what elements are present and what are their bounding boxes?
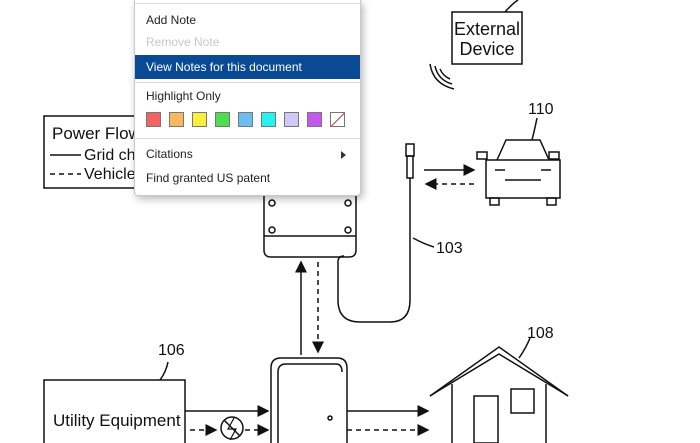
citations-item[interactable]: Citations [135,142,360,166]
swatch-1[interactable] [146,112,161,127]
leader-line-108 [518,337,531,359]
ref-106: 106 [158,342,185,359]
legend-grid-label: Grid ch [84,147,136,164]
leader-line-external [504,0,519,13]
leader-line-103 [412,237,435,248]
citations-label: Citations [146,147,193,161]
external-device-label-1: External [454,19,520,39]
swatch-8[interactable] [307,112,322,127]
legend-title: Power Flow [52,124,142,143]
menu-divider [135,3,360,4]
charging-station [263,196,357,258]
swatch-5[interactable] [238,112,253,127]
ref-108: 108 [527,325,554,342]
chevron-right-icon [341,151,346,159]
swatch-4[interactable] [215,112,230,127]
context-menu: Add Note Remove Note View Notes for this… [134,0,361,196]
menu-divider [135,82,360,83]
electrical-panel [270,357,348,443]
swatch-3[interactable] [192,112,207,127]
swatch-6[interactable] [261,112,276,127]
legend-vehicle-label: Vehicle [84,166,136,183]
charging-cable [337,200,411,323]
add-note-item[interactable]: Add Note [146,13,197,27]
menu-divider [135,138,360,139]
no-backfeed-icon [220,416,244,440]
leader-line-110 [531,117,538,141]
view-notes-item[interactable]: View Notes for this document [135,55,360,79]
leader-line-106 [159,361,169,381]
ref-103: 103 [436,240,463,257]
swatch-2[interactable] [169,112,184,127]
ref-110: 110 [528,101,554,118]
find-granted-patent-item[interactable]: Find granted US patent [146,171,271,185]
charger-plug-icon [405,143,415,200]
remove-note-item[interactable]: Remove Note [146,35,220,49]
utility-equipment-box [43,379,186,443]
wireless-signal-icon [429,63,455,90]
no-color-icon[interactable] [330,112,345,127]
vehicle-icon [476,139,561,206]
external-device-label-2: Device [459,39,514,59]
utility-equipment-label: Utility Equipment [53,411,181,430]
external-device-box [451,11,523,65]
highlight-only-label: Highlight Only [146,89,221,103]
house-icon [429,346,569,443]
swatch-7[interactable] [284,112,299,127]
